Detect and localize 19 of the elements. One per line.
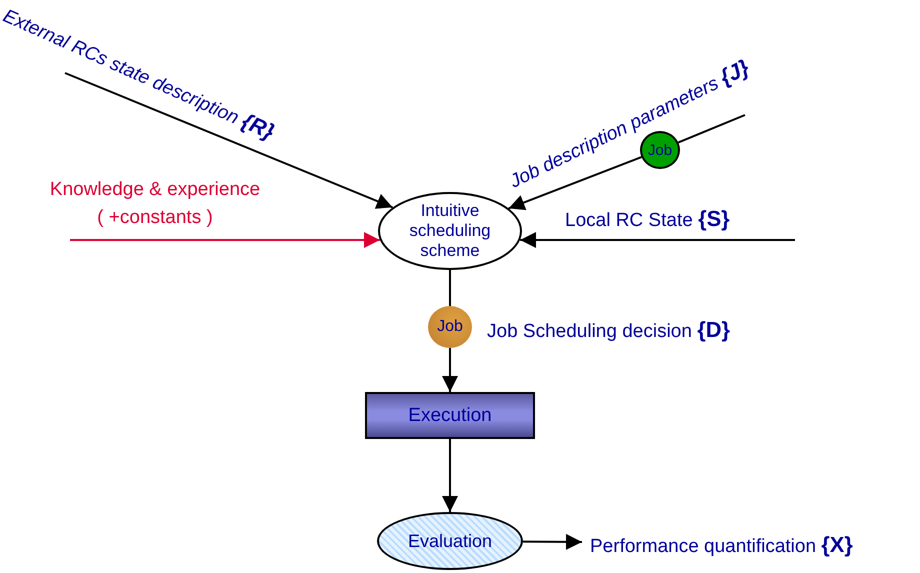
node-label: Intuitive scheduling scheme [408,201,492,261]
node-label: Execution [408,404,492,426]
node-label: Job [437,318,463,336]
arrow [70,232,380,248]
node-label: Job Scheduling decision {D} [487,317,730,343]
job-token [428,306,472,348]
node-label: Job [648,142,672,158]
process-box [365,392,535,439]
edge-label: Local RC State {S} [565,206,730,232]
arrow [64,72,393,209]
edge-label: Performance quantification {X} [590,532,853,558]
edge-label: Knowledge & experience ( +constants ) [48,178,262,230]
arrow [442,439,458,512]
arrow [442,348,458,392]
node-label: Evaluation [408,530,492,552]
arrow [508,156,642,210]
connector-line [678,114,746,144]
connector-line [449,270,451,306]
arrow [523,534,582,550]
